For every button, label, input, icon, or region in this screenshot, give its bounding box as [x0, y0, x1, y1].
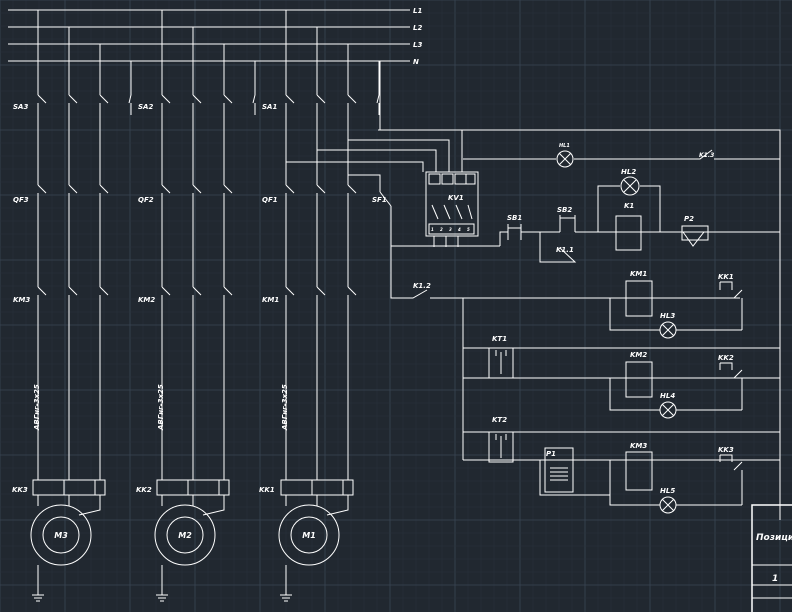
kv1-pin-2: 2 — [440, 227, 443, 232]
kv1-pin-5: 5 — [467, 227, 470, 232]
contactor-label-km1: KM1 — [262, 296, 279, 304]
breaker-label-qf3: QF3 — [13, 196, 29, 204]
bus-label-l3: L3 — [413, 41, 422, 49]
kv1-relay — [425, 171, 479, 237]
switch-label-sa2: SA2 — [138, 103, 153, 111]
cable-label-2: АВГнг-3х25 — [157, 384, 165, 431]
p1-relay — [544, 447, 574, 493]
kk1-label: KK1 — [718, 273, 734, 281]
km1-label: KM1 — [630, 270, 647, 278]
kv1-pin-4: 4 — [458, 227, 461, 232]
hl1-label: HL1 — [559, 143, 570, 149]
power-buses: L1 L2 L3 N — [8, 7, 422, 66]
sb1-label: SB1 — [507, 214, 522, 222]
title-block: Позиция 1 — [751, 504, 792, 612]
kv1-label: KV1 — [448, 194, 464, 202]
hl4-label: HL4 — [660, 392, 675, 400]
kt1-label: KT1 — [492, 335, 507, 343]
sb2-label: SB2 — [557, 206, 572, 214]
kt2-timer — [488, 431, 514, 463]
k13-label: K1.3 — [699, 152, 714, 159]
hl4-lamp — [659, 401, 677, 419]
title-block-sheet: 1 — [772, 574, 778, 584]
km3-label: KM3 — [630, 442, 647, 450]
kv1-pin-1: 1 — [431, 227, 434, 232]
k1-label: K1 — [624, 202, 634, 210]
hl5-lamp — [659, 496, 677, 514]
branch-labels: SA3 SA2 SA1 QF3 QF2 QF1 KM3 KM2 KM1 KK3 … — [12, 103, 316, 540]
motor-branches — [30, 10, 380, 602]
breaker-label-qf2: QF2 — [138, 196, 154, 204]
hl3-label: HL3 — [660, 312, 675, 320]
kt1-timer — [488, 347, 514, 379]
motor-branch — [154, 10, 256, 602]
kk2-label: KK2 — [718, 354, 734, 362]
hl2-lamp — [620, 176, 640, 196]
k11-label: K1.1 — [556, 246, 574, 254]
overload-label-kk3: KK3 — [12, 486, 28, 494]
bus-label-n: N — [413, 58, 419, 66]
overload-label-kk1: KK1 — [259, 486, 275, 494]
p1-label: P1 — [546, 450, 556, 458]
p2-label: P2 — [684, 215, 694, 223]
km1-coil — [625, 280, 653, 317]
motor-label-m3: M3 — [54, 531, 68, 540]
motor-branch — [30, 10, 132, 602]
hl5-label: HL5 — [660, 487, 675, 495]
km2-coil — [625, 361, 653, 398]
hl2-label: HL2 — [621, 168, 636, 176]
kk3-label: KK3 — [718, 446, 734, 454]
title-block-title: Позиция — [756, 533, 792, 543]
bus-label-l1: L1 — [413, 7, 422, 15]
sf1-label: SF1 — [372, 196, 387, 204]
hl1-lamp — [556, 150, 574, 168]
overload-label-kk2: KK2 — [136, 486, 152, 494]
contactor-label-km2: KM2 — [138, 296, 155, 304]
motor-label-m1: M1 — [302, 531, 316, 540]
control-circuit: KV1 1 2 3 4 5 SF1 HL1 K1.3 SB1 SB2 K1.1 … — [285, 61, 781, 520]
km3-coil — [625, 451, 653, 491]
kt2-label: KT2 — [492, 416, 507, 424]
switch-label-sa1: SA1 — [262, 103, 277, 111]
motor-label-m2: M2 — [178, 531, 192, 540]
k1-coil — [615, 215, 642, 251]
switch-label-sa3: SA3 — [13, 103, 28, 111]
km2-label: KM2 — [630, 351, 647, 359]
cable-label-3: АВГнг-3х25 — [33, 384, 41, 431]
k12-label: K1.2 — [413, 282, 431, 290]
contactor-label-km3: KM3 — [13, 296, 30, 304]
cable-label-1: АВГнг-3х25 — [281, 384, 289, 431]
bus-label-l2: L2 — [413, 24, 422, 32]
kv1-pin-3: 3 — [449, 227, 452, 232]
breaker-label-qf1: QF1 — [262, 196, 278, 204]
hl3-lamp — [659, 321, 677, 339]
